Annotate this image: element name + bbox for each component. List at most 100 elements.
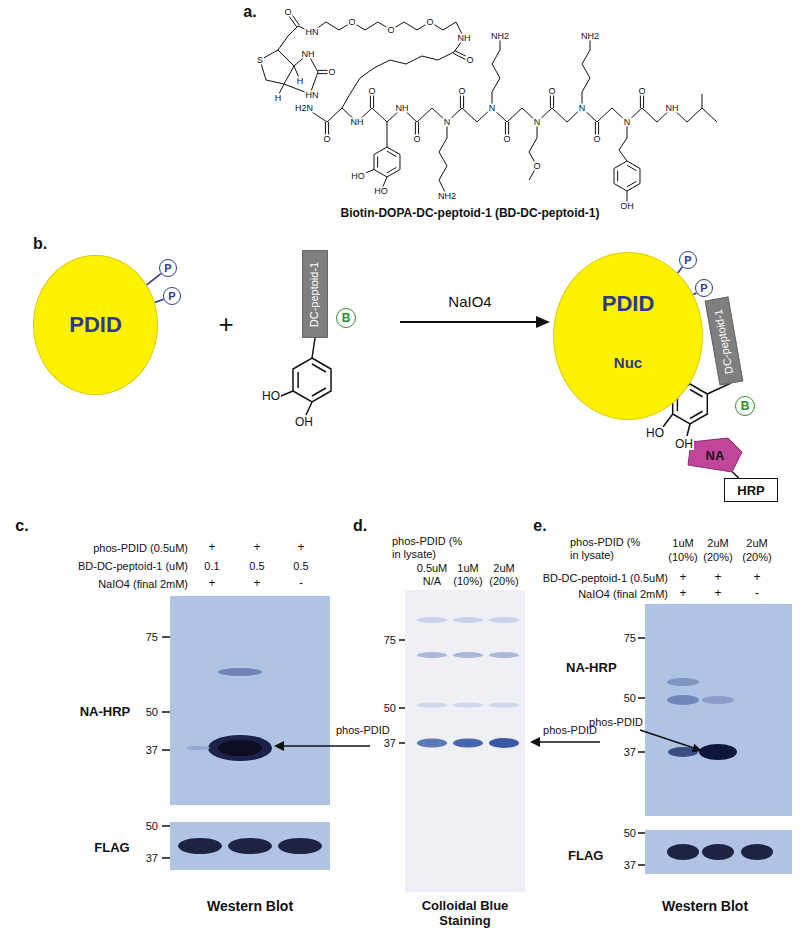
atom-label: O xyxy=(457,87,466,96)
stained-gel-d-part xyxy=(399,742,405,744)
atom-label: O xyxy=(547,87,556,96)
marker-size: 75 xyxy=(624,632,636,645)
panel-caption: Western Blot xyxy=(662,898,748,914)
western-blot-c-part xyxy=(274,741,284,751)
atom-label: OH xyxy=(294,416,314,428)
lane-value: + xyxy=(714,587,721,601)
western-blot-c-part xyxy=(208,735,272,761)
western-blot-c-part xyxy=(162,711,170,713)
chemical-structure-part xyxy=(439,152,447,166)
connector-line xyxy=(678,267,683,273)
lane-value: + xyxy=(753,571,760,585)
atom-label: HO xyxy=(373,187,389,196)
condition-label: phos-PDID (% in lysate) xyxy=(570,536,648,561)
atom-label: H2N xyxy=(294,104,314,113)
western-blot-c-part xyxy=(282,745,370,747)
reaction-scheme-part xyxy=(312,338,315,358)
atom-label: O xyxy=(465,56,474,65)
chemical-structure-part xyxy=(266,80,284,84)
condition-label: NaIO4 (final 2mM) xyxy=(98,578,188,591)
marker-size: 75 xyxy=(384,634,396,647)
chemical-structure-part xyxy=(619,150,627,161)
stained-gel-d-part xyxy=(489,617,519,623)
western-blot-e-part xyxy=(638,864,645,866)
marker-size: 50 xyxy=(624,827,636,840)
lane-value: (20%) xyxy=(703,551,732,564)
chemical-structure-part xyxy=(390,60,406,64)
stained-gel-d-part xyxy=(453,652,483,658)
chemical-structure-part xyxy=(372,108,387,122)
reaction-scheme-part xyxy=(687,424,690,436)
chemical-structure-part xyxy=(642,108,657,122)
plus-sign: + xyxy=(218,310,233,340)
node-label: PDID xyxy=(69,314,122,336)
atom-label: NH xyxy=(350,118,365,127)
marker-size: 50 xyxy=(384,702,396,715)
western-blot-e-part xyxy=(638,751,645,753)
protein-ellipse: PDIDNuc xyxy=(553,252,703,420)
lane-value: + xyxy=(679,571,686,585)
chemical-structure-part xyxy=(702,108,717,122)
atom-label: HO xyxy=(350,172,366,181)
chemical-structure-part xyxy=(387,167,396,172)
stained-gel-d-part xyxy=(489,652,519,658)
chemical-structure-part xyxy=(507,108,522,122)
chemical-structure-part xyxy=(284,66,294,84)
lane-value: - xyxy=(299,577,303,591)
atom-label: N xyxy=(533,118,542,127)
condition-label: BD-DC-peptoid-1 (0.5uM) xyxy=(543,572,668,585)
western-blot-e-part xyxy=(741,844,773,860)
chemical-structure-part xyxy=(387,138,388,147)
atom-label: O xyxy=(532,162,541,171)
protein-ellipse: PDID xyxy=(33,255,158,395)
lane-value: 2uM xyxy=(746,537,767,550)
reaction-scheme-part xyxy=(312,364,326,372)
chemical-structure-part xyxy=(582,64,590,78)
marker-size: 50 xyxy=(146,820,158,833)
chemical-structure-part xyxy=(387,170,400,178)
lane-value: + xyxy=(253,577,260,591)
band-label: phos-PDID xyxy=(336,724,390,737)
atom-label: N xyxy=(623,118,632,127)
panel-caption: Western Blot xyxy=(207,898,293,914)
chemical-structure-part xyxy=(387,122,388,138)
atom-label: O xyxy=(637,87,646,96)
node-label: P xyxy=(168,291,175,302)
lane-value: (20%) xyxy=(489,575,518,588)
peptoid-bar: DC-peptoid-1 xyxy=(705,297,744,386)
chemical-structure-part xyxy=(288,26,298,36)
peptoid-bar: DC-peptoid-1 xyxy=(302,250,328,338)
chemical-structure-part xyxy=(360,68,374,78)
lane-value: (10%) xyxy=(453,575,482,588)
chemical-structure-part xyxy=(529,138,537,152)
reaction-scheme-part xyxy=(297,372,299,388)
node-label: B xyxy=(741,400,750,412)
atom-label: N xyxy=(443,118,452,127)
reagent-label: NaIO4 xyxy=(448,293,491,310)
western-blot-e-part xyxy=(645,830,792,874)
stained-gel-d-part xyxy=(540,741,600,743)
chemical-structure-part xyxy=(597,108,612,122)
atom-label: HO xyxy=(261,390,281,402)
atom-label: O xyxy=(592,135,601,144)
atom-label: O xyxy=(367,87,376,96)
stained-gel-d-part xyxy=(453,739,483,748)
stained-gel-d-part xyxy=(399,639,405,641)
atom-label: O xyxy=(425,18,434,27)
western-blot-e-part xyxy=(645,604,792,816)
lane-value: (20%) xyxy=(742,551,771,564)
lane-value: N/A xyxy=(423,575,441,588)
chemical-structure-part xyxy=(387,151,396,156)
western-blot-c-part xyxy=(218,740,262,756)
atom-label: N xyxy=(488,104,497,113)
lane-value: + xyxy=(679,587,686,601)
western-blot-e-part xyxy=(667,678,699,686)
western-blot-e-part xyxy=(640,730,694,748)
atom-label: H xyxy=(296,77,305,86)
condition-label: phos-PDID (% in lysate) xyxy=(392,535,470,560)
node-label: NA xyxy=(706,449,725,462)
western-blot-e-part xyxy=(702,844,734,860)
chemical-structure-part xyxy=(399,155,400,170)
blot-label: FLAG xyxy=(568,849,603,864)
chemical-structure-part xyxy=(443,22,456,30)
